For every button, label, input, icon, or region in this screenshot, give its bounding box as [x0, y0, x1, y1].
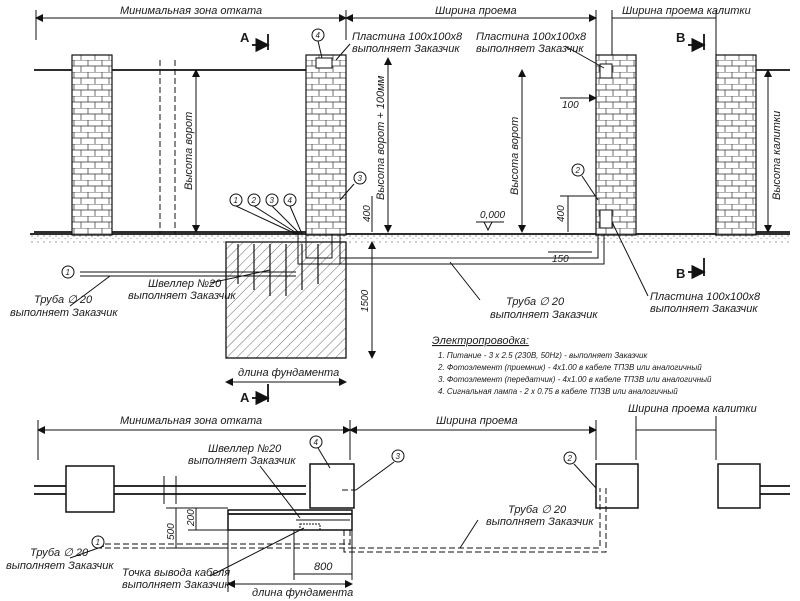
- svg-text:выполняет Заказчик: выполняет Заказчик: [476, 43, 584, 55]
- dim-100: 100: [562, 100, 579, 111]
- plan-min-zone: Минимальная зона отката: [120, 415, 262, 427]
- callouts-plan: 1 4 3 2: [91, 435, 597, 549]
- svg-text:выполняет Заказчик: выполняет Заказчик: [188, 455, 296, 467]
- plan-gate-opening-width: Ширина проема калитки: [628, 403, 757, 415]
- svg-text:1: 1: [234, 196, 238, 205]
- plan-view: Минимальная зона отката Ширина проема Ши…: [6, 403, 790, 599]
- dim-200: 200: [186, 509, 197, 527]
- pillar-wicket: [715, 54, 757, 236]
- svg-text:2: 2: [567, 454, 573, 463]
- svg-text:выполняет Заказчик: выполняет Заказчик: [128, 290, 236, 302]
- section-b-top: B: [676, 30, 685, 45]
- section-a-bottom: A: [240, 390, 250, 405]
- plan-foundation-length: длина фундамента: [252, 587, 353, 599]
- min-zone-label: Минимальная зона отката: [120, 5, 262, 17]
- level-mark: 0,000: [480, 210, 505, 221]
- wiring-item-4: 4. Сигнальная лампа - 2 x 0.75 в кабеле …: [438, 387, 678, 396]
- wiring-item-1: 1. Питание - 3 x 2.5 (230В, 50Hz) - выпо…: [438, 351, 648, 360]
- svg-text:4: 4: [288, 196, 293, 205]
- svg-text:выполняет Заказчик: выполняет Заказчик: [352, 43, 460, 55]
- dim-400-left: 400: [362, 205, 373, 222]
- dim-400-right: 400: [556, 205, 567, 222]
- channel-label: Швеллер №20: [148, 278, 222, 290]
- plan-pillar-main: [309, 463, 355, 509]
- wiring-legend: Электропроводка: 1. Питание - 3 x 2.5 (2…: [432, 335, 712, 396]
- gate-height-right: Высота ворот: [509, 117, 521, 195]
- plan-pipe-left: Труба ∅ 20: [30, 547, 89, 559]
- plan-channel-label: Швеллер №20: [208, 443, 282, 455]
- gate-opening-width-label: Ширина проема калитки: [622, 5, 751, 17]
- svg-text:3: 3: [270, 196, 275, 205]
- plate-top: [315, 57, 333, 69]
- svg-text:4: 4: [316, 31, 321, 40]
- top-dimensions: Минимальная зона отката Ширина проема Ши…: [35, 5, 751, 56]
- svg-text:3: 3: [358, 174, 363, 183]
- plan-pillar-wicket: [717, 463, 761, 509]
- plan-pipe-mid: Труба ∅ 20: [508, 504, 567, 516]
- svg-text:выполняет Заказчик: выполняет Заказчик: [122, 579, 230, 591]
- dim-1500: 1500: [360, 289, 371, 312]
- svg-text:1: 1: [66, 268, 70, 277]
- plate-right-label: Пластина 100x100x8: [476, 31, 587, 43]
- svg-text:3: 3: [396, 452, 401, 461]
- plan-foundation: [227, 509, 353, 531]
- svg-text:выполняет Заказчик: выполняет Заказчик: [490, 309, 598, 321]
- dim-150: 150: [552, 254, 569, 265]
- section-markers: A A B B: [240, 30, 706, 406]
- opening-width-label: Ширина проема: [435, 5, 517, 17]
- foundation-length-top: длина фундамента: [238, 367, 339, 379]
- wiring-item-2: 2. Фотоэлемент (приемник) - 4x1.00 в каб…: [437, 363, 702, 372]
- dim-500: 500: [166, 523, 177, 540]
- plate-right: [599, 63, 613, 79]
- pillar-gate-main: [305, 54, 347, 236]
- svg-text:выполняет Заказчик: выполняет Заказчик: [650, 303, 758, 315]
- plan-pillar-left: [65, 465, 115, 513]
- elevation-view: Минимальная зона отката Ширина проема Ши…: [10, 5, 790, 406]
- wiring-item-3: 3. Фотоэлемент (передатчик) - 4x1.00 в к…: [438, 375, 712, 384]
- wiring-title: Электропроводка:: [432, 335, 529, 347]
- cable-point-label: Точка вывода кабеля: [122, 567, 230, 579]
- svg-text:4: 4: [314, 438, 319, 447]
- pipe-mid-label: Труба ∅ 20: [506, 296, 565, 308]
- section-a-top: A: [240, 30, 250, 45]
- svg-text:выполняет Заказчик: выполняет Заказчик: [6, 560, 114, 572]
- pillar-gate-right: [595, 54, 637, 236]
- plate-top-label: Пластина 100x100x8: [352, 31, 463, 43]
- section-b-bottom: B: [676, 266, 685, 281]
- plan-pillar-right: [595, 463, 639, 509]
- callouts-top: 1 1 2 3 4 4 3 2: [61, 28, 599, 279]
- gate-height-left: Высота ворот: [183, 112, 195, 190]
- svg-text:2: 2: [575, 166, 581, 175]
- svg-text:выполняет Заказчик: выполняет Заказчик: [10, 307, 118, 319]
- svg-text:2: 2: [251, 196, 257, 205]
- svg-text:1: 1: [96, 538, 100, 547]
- pillar-left: [71, 54, 113, 236]
- svg-text:выполняет Заказчик: выполняет Заказчик: [486, 516, 594, 528]
- plan-opening-width: Ширина проема: [436, 415, 518, 427]
- gate-height-plus: Высота ворот + 100мм: [375, 75, 387, 200]
- wicket-height: Высота калитки: [771, 111, 783, 200]
- plate-bottom-label: Пластина 100x100x8: [650, 291, 761, 303]
- pipe-left-label: Труба ∅ 20: [34, 294, 93, 306]
- dim-800: 800: [314, 561, 333, 573]
